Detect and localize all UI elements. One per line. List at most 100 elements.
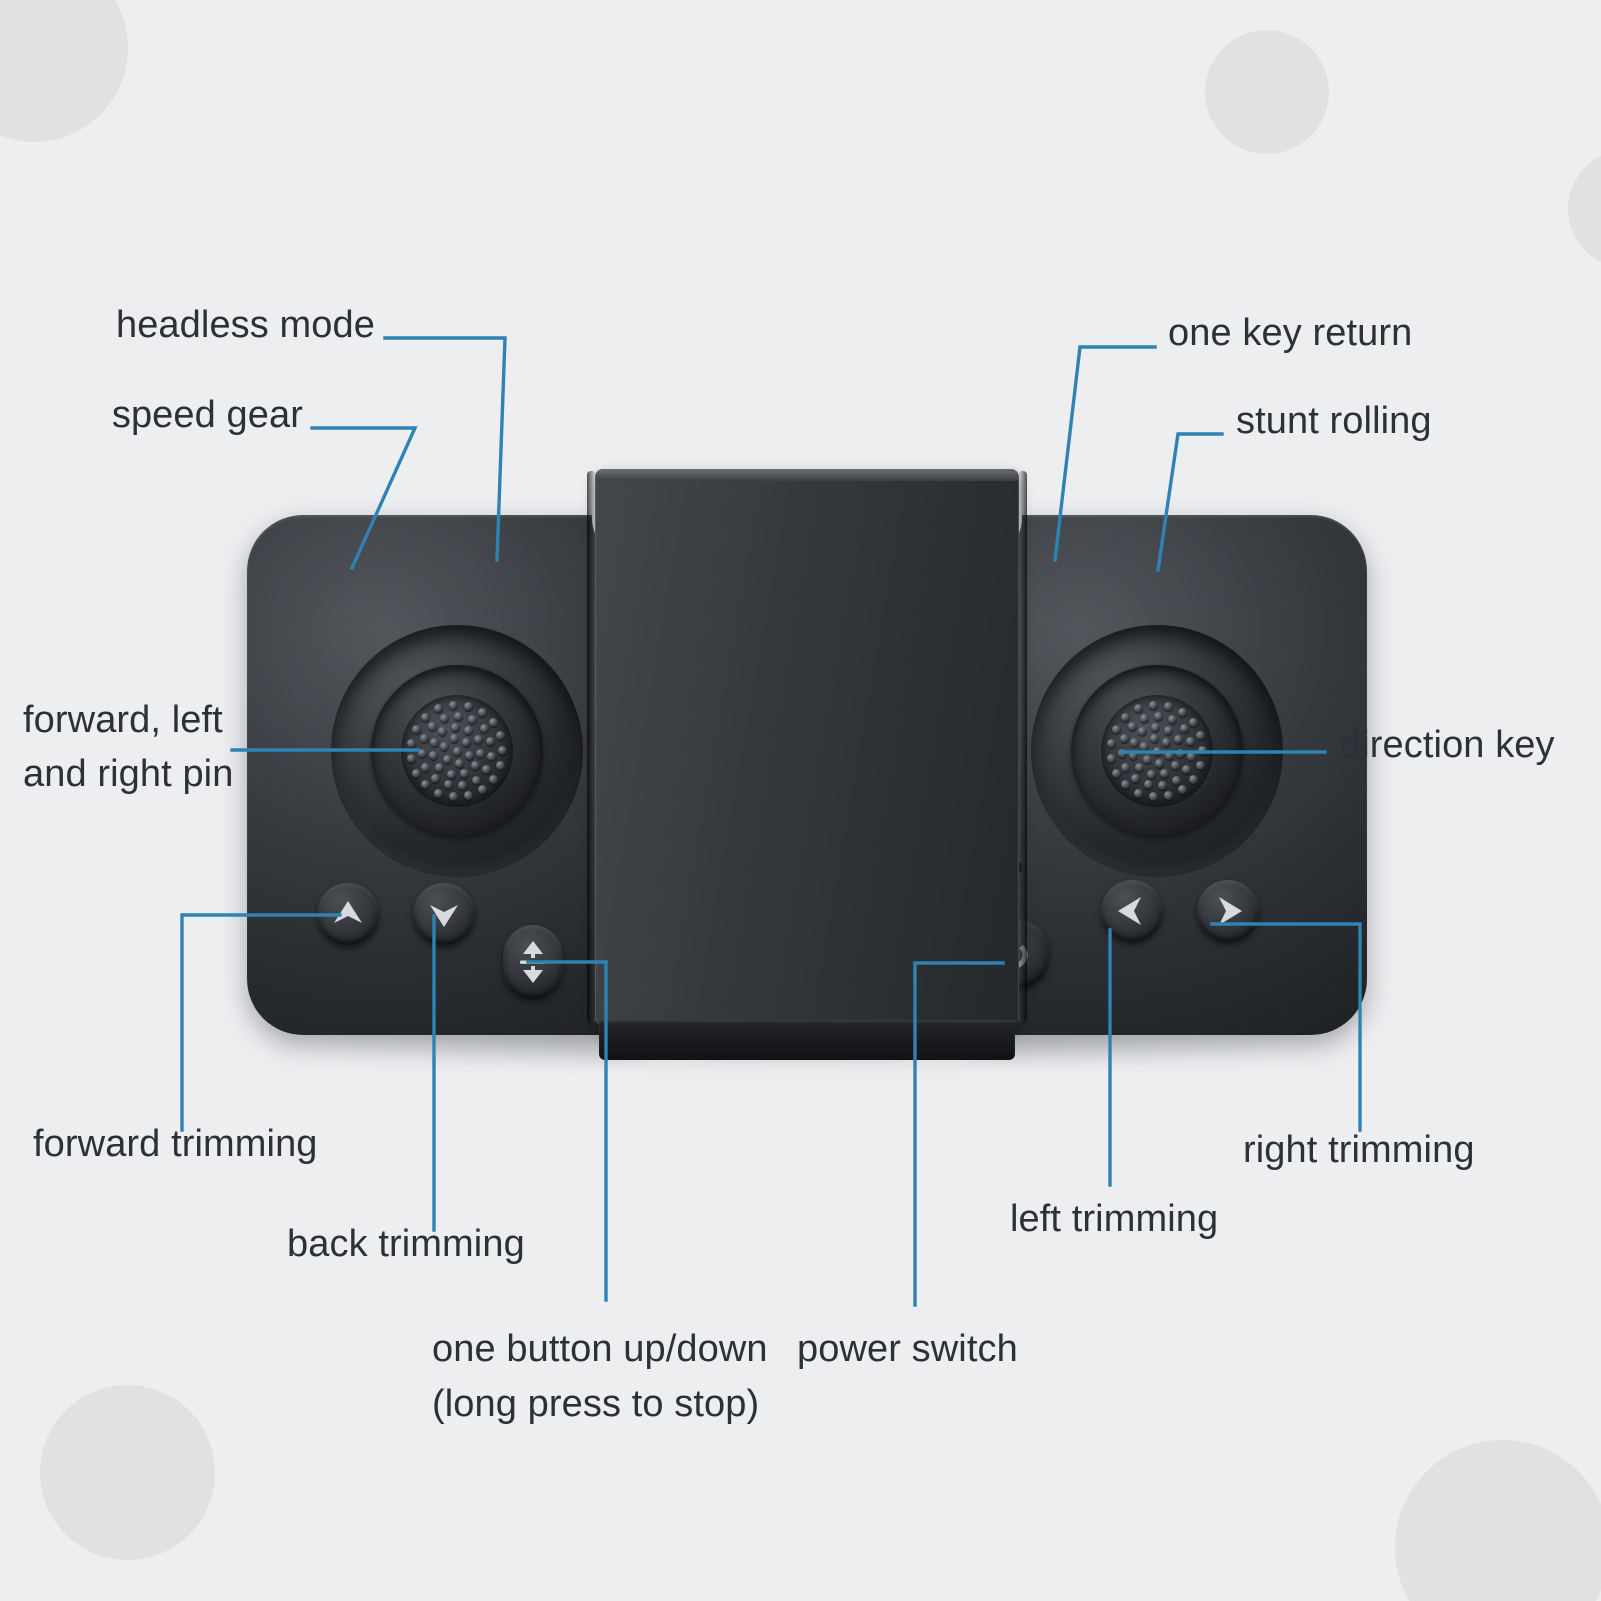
decor-circle-top-far-right [1568, 150, 1601, 268]
joystick-texture-dot [1143, 780, 1153, 790]
one-button-up-down[interactable] [503, 925, 563, 999]
joystick-left-forward-left-right-pin[interactable] [331, 625, 583, 877]
label-one-button-updown-line-2: (long press to stop) [432, 1383, 760, 1425]
joystick-texture-dot [471, 775, 481, 785]
joystick-texture-dot [1176, 748, 1186, 758]
joystick-texture-dot [1148, 792, 1158, 802]
joystick-texture-dot [446, 769, 456, 779]
joystick-texture-dot [1195, 731, 1205, 741]
joystick-texture-dot [421, 712, 431, 722]
joystick-texture-dot [488, 774, 498, 784]
phone-holder-clamp [595, 469, 1019, 1025]
joystick-texture-dot [455, 759, 464, 769]
joystick-texture-dot [1128, 751, 1138, 761]
joystick-texture-dot [1152, 746, 1162, 756]
joystick-texture-dot [1171, 761, 1181, 771]
joystick-right-cap [1101, 695, 1213, 807]
joystick-texture-dot [1121, 780, 1131, 790]
joystick-texture-dot [1179, 724, 1189, 734]
joystick-texture-dot [442, 755, 452, 765]
arrow-up-icon [334, 901, 362, 923]
joystick-texture-dot [1163, 701, 1173, 711]
joystick-texture-dot [430, 773, 440, 783]
joystick-texture-dot [477, 784, 487, 794]
joystick-texture-dot [439, 713, 449, 723]
joystick-texture-dot [479, 724, 489, 734]
joystick-texture-dot [460, 769, 470, 779]
joystick-texture-dot [1188, 774, 1198, 784]
joystick-texture-dot [448, 700, 458, 710]
joystick-texture-dot [454, 711, 464, 721]
joystick-texture-dot [417, 748, 427, 758]
joystick-texture-dot [1168, 715, 1178, 725]
joystick-texture-dot [1163, 791, 1173, 801]
joystick-texture-dot [449, 733, 459, 743]
label-one-key-return: one key return [1168, 312, 1413, 354]
decor-circle-bottom-left [40, 1385, 215, 1560]
joystick-texture-dot [1164, 725, 1174, 735]
body-seam-left [587, 471, 596, 1023]
drone-remote-controller [247, 455, 1367, 1060]
joystick-texture-dot [407, 739, 417, 749]
joystick-texture-dot [463, 701, 473, 711]
joystick-texture-dot [407, 754, 417, 764]
joystick-texture-dot [1160, 769, 1170, 779]
joystick-texture-dot [438, 727, 448, 737]
joystick-texture-dot [1135, 763, 1145, 773]
joystick-texture-dot [481, 765, 491, 775]
label-direction-key: direction key [1340, 724, 1555, 766]
joystick-texture-dot [1187, 751, 1197, 761]
joystick-texture-dot [1107, 754, 1117, 764]
left-trimming-button[interactable] [1101, 880, 1163, 942]
label-forward-trimming: forward trimming [33, 1123, 318, 1165]
joystick-texture-dot [451, 722, 461, 732]
joystick-texture-dot [471, 761, 481, 771]
label-forward-left-right-pin-line-2: and right pin [23, 753, 234, 795]
joystick-texture-dot [427, 721, 437, 731]
decor-circle-top-left [0, 0, 128, 142]
chevron-down-icon [430, 905, 458, 927]
joystick-texture-dot [421, 780, 431, 790]
joystick-texture-dot [421, 762, 431, 772]
label-back-trimming: back trimming [287, 1223, 525, 1265]
forward-trimming-button[interactable] [317, 883, 379, 945]
joystick-texture-dot [488, 718, 498, 728]
joystick-texture-dot [477, 707, 487, 717]
joystick-texture-dot [476, 748, 486, 758]
joystick-texture-dot [1171, 775, 1181, 785]
joystick-texture-dot [464, 725, 474, 735]
joystick-texture-dot [495, 731, 505, 741]
joystick-left-ring [371, 665, 543, 837]
joystick-texture-dot [435, 763, 445, 773]
joystick-texture-dot [486, 737, 496, 747]
arrow-left-icon [1118, 897, 1141, 925]
label-stunt-rolling: stunt rolling [1236, 400, 1432, 442]
back-trimming-button[interactable] [413, 883, 475, 945]
joystick-texture-dot [1140, 742, 1150, 752]
joystick-right-direction-key[interactable] [1031, 625, 1283, 877]
joystick-texture-dot [1148, 700, 1158, 710]
joystick-texture-dot [419, 734, 429, 744]
joystick-texture-dot [462, 737, 472, 747]
joystick-texture-dot [463, 791, 473, 801]
joystick-texture-dot [1155, 759, 1164, 769]
joystick-texture-dot [464, 750, 474, 760]
joystick-texture-dot [1130, 773, 1140, 783]
joystick-texture-dot [1181, 765, 1191, 775]
arrow-right-icon [1219, 897, 1242, 925]
joystick-texture-dot [1134, 788, 1144, 798]
label-right-trimming: right trimming [1243, 1129, 1475, 1171]
decor-circle-top-right [1205, 30, 1329, 154]
joystick-texture-dot [1149, 733, 1159, 743]
joystick-texture-dot [468, 715, 478, 725]
right-trimming-button[interactable] [1197, 880, 1259, 942]
joystick-texture-dot [1142, 755, 1152, 765]
joystick-texture-dot [473, 735, 483, 745]
joystick-texture-dot [434, 788, 444, 798]
joystick-texture-dot [1198, 746, 1208, 756]
joystick-texture-dot [1133, 704, 1143, 714]
joystick-texture-dot [487, 751, 497, 761]
label-headless-mode: headless mode [115, 304, 375, 346]
joystick-texture-dot [1177, 707, 1187, 717]
